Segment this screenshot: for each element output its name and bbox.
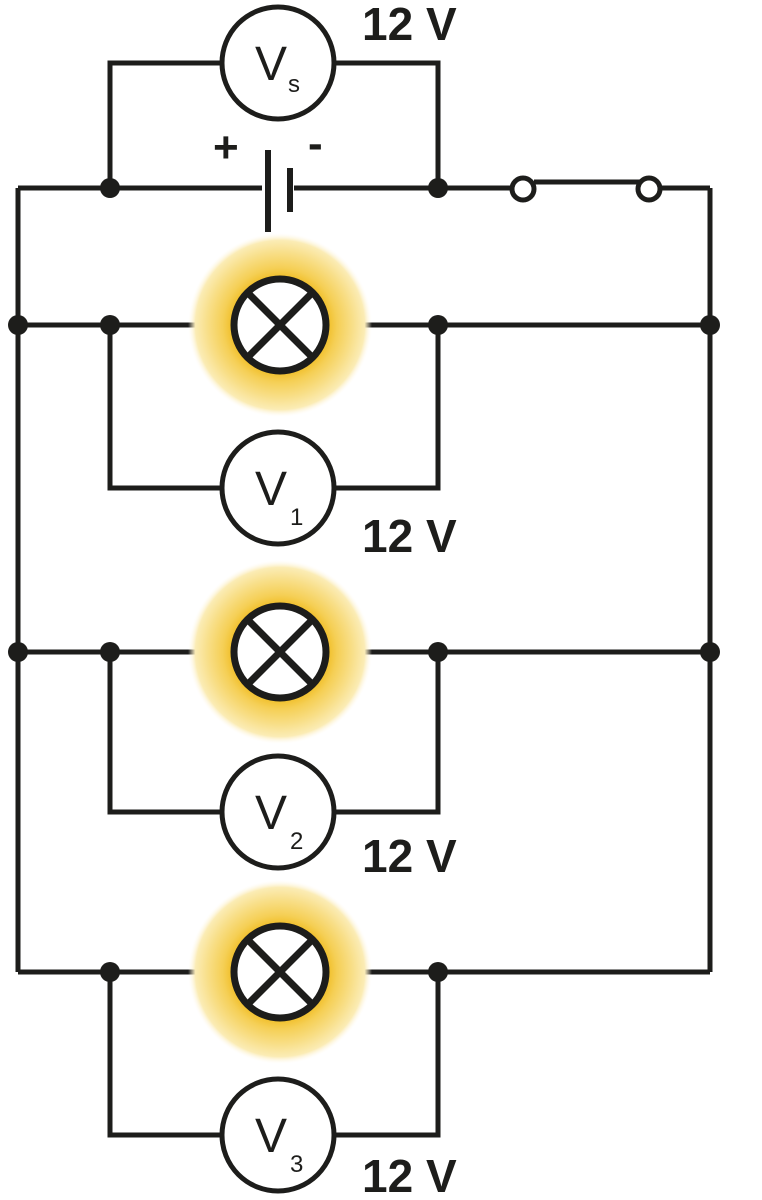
- branch-1: V 1 12 V: [107, 233, 457, 562]
- branch-2: V 2 12 V: [107, 560, 457, 882]
- branch-3: V 3 12 V: [107, 880, 457, 1200]
- voltmeter-1: V 1: [219, 429, 337, 547]
- junction-node: [100, 315, 120, 335]
- junction-nodes: [8, 178, 720, 982]
- junction-node: [8, 315, 28, 335]
- voltmeter-3-reading: 12 V: [362, 1150, 457, 1200]
- voltmeter-supply-reading: 12 V: [362, 0, 457, 50]
- lamp-1: [230, 275, 330, 375]
- voltmeter-3-letter: V: [255, 1110, 287, 1163]
- junction-node: [428, 962, 448, 982]
- battery-positive-label: +: [213, 123, 239, 172]
- junction-node: [100, 962, 120, 982]
- junction-node: [428, 315, 448, 335]
- voltmeter-2-reading: 12 V: [362, 830, 457, 882]
- voltmeter-2-subscript: 2: [290, 828, 303, 855]
- junction-node: [100, 642, 120, 662]
- junction-node: [100, 178, 120, 198]
- battery: + -: [213, 119, 323, 236]
- junction-node: [700, 315, 720, 335]
- voltmeter-supply-letter: V: [255, 38, 287, 91]
- voltmeter-2: V 2: [219, 753, 337, 871]
- junction-node: [8, 642, 28, 662]
- junction-node: [700, 642, 720, 662]
- voltmeter-supply-subscript: s: [288, 71, 300, 98]
- junction-node: [428, 178, 448, 198]
- switch-contact-left: [509, 175, 537, 203]
- voltmeter-1-subscript: 1: [290, 504, 303, 531]
- switch-contact-right: [635, 175, 663, 203]
- voltmeter-1-letter: V: [255, 463, 287, 516]
- voltmeter-1-reading: 12 V: [362, 510, 457, 562]
- junction-node: [428, 642, 448, 662]
- voltmeter-3-subscript: 3: [290, 1151, 303, 1178]
- voltmeter-supply: V s 12 V: [107, 0, 457, 188]
- lamp-3: [230, 922, 330, 1022]
- switch: [509, 175, 663, 203]
- voltmeter-2-letter: V: [255, 787, 287, 840]
- voltmeter-3: V 3: [219, 1076, 337, 1194]
- battery-negative-label: -: [308, 119, 323, 168]
- lamp-2: [230, 602, 330, 702]
